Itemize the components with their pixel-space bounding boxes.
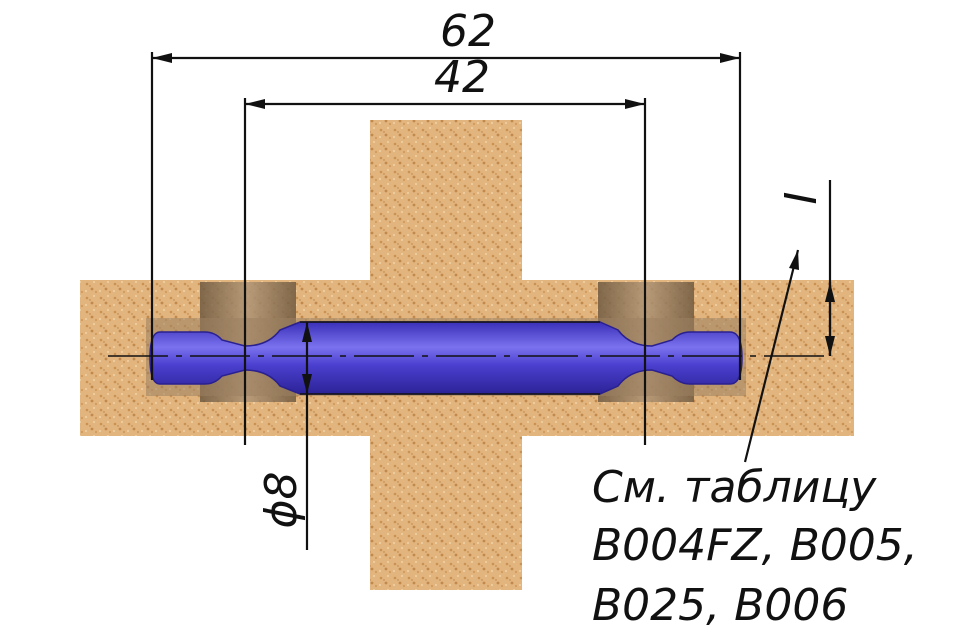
note-line-2: B004FZ, B005,	[592, 520, 918, 571]
dim-42-label: 42	[434, 52, 490, 103]
detail-marker-label: I	[776, 192, 827, 205]
note-leader-arrow	[789, 250, 799, 270]
note-line-1: См. таблицу	[592, 462, 877, 513]
dim-42-arrow-left	[245, 99, 265, 109]
diameter-arrow-top	[302, 322, 312, 342]
dim-62-arrow-right	[720, 53, 740, 63]
note-line-3: B025, B006	[592, 580, 848, 631]
detail-arrow-bottom	[825, 336, 835, 356]
note-leader-line	[743, 249, 800, 463]
dowel	[149, 321, 743, 395]
diameter-arrow-bottom	[302, 374, 312, 394]
dim-42-arrow-right	[625, 99, 645, 109]
dim-62-arrow-left	[152, 53, 172, 63]
detail-arrow-top	[825, 282, 835, 302]
diameter-label: ϕ8	[256, 471, 307, 528]
dim-62-label: 62	[440, 6, 496, 57]
